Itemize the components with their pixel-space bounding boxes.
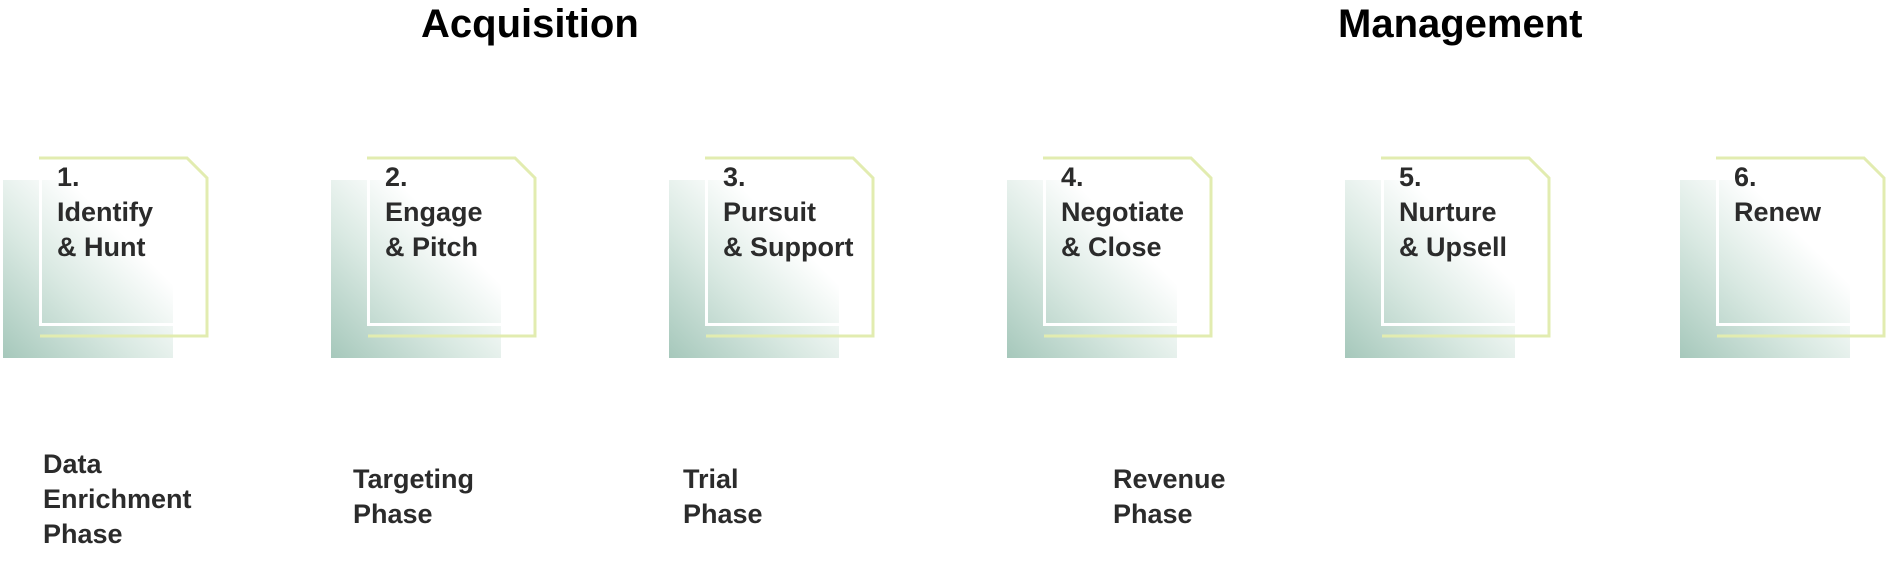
step-label-3: 3. Pursuit & Support [723,160,853,265]
acquisition-heading: Acquisition [421,2,639,46]
step-card-6: 6. Renew [1680,156,1888,358]
step-title-line1: Negotiate [1061,197,1185,227]
card-outline [705,156,875,338]
step-label-2: 2. Engage & Pitch [385,160,483,265]
card-outline [1716,156,1886,338]
phase-line: Phase [683,499,763,529]
card-outline [1381,156,1551,338]
step-number: 4. [1061,162,1084,192]
step-title-line1: Pursuit [723,197,817,227]
step-card-1: 1. Identify & Hunt [3,156,211,358]
step-number: 5. [1399,162,1422,192]
step-title-line2: & Close [1061,232,1162,262]
step-title-line2: & Support [723,232,854,262]
step-title-line1: Engage [385,197,483,227]
phase-line: Phase [43,519,123,549]
phase-line: Revenue [1113,464,1226,494]
card-outline [367,156,537,338]
step-label-5: 5. Nurture & Upsell [1399,160,1507,265]
step-label-6: 6. Renew [1734,160,1821,230]
phase-line: Phase [353,499,433,529]
step-card-2: 2. Engage & Pitch [331,156,539,358]
phase-label-data-enrichment: Data Enrichment Phase [43,447,192,552]
card-outline [39,156,209,338]
card-frame [705,158,873,326]
phase-line: Trial [683,464,739,494]
card-shade [3,180,173,358]
step-card-5: 5. Nurture & Upsell [1345,156,1553,358]
step-title-line2: & Pitch [385,232,479,262]
step-number: 1. [57,162,80,192]
phase-label-revenue: Revenue Phase [1113,462,1226,532]
card-shade [331,180,501,358]
card-shade [1007,180,1177,358]
step-label-4: 4. Negotiate & Close [1061,160,1184,265]
card-outline [1043,156,1213,338]
step-title-line2: & Hunt [57,232,146,262]
step-title-line1: Identify [57,197,154,227]
phase-line: Enrichment [43,484,192,514]
phase-line: Phase [1113,499,1193,529]
step-card-3: 3. Pursuit & Support [669,156,877,358]
step-number: 2. [385,162,408,192]
step-number: 6. [1734,162,1757,192]
phase-line: Targeting [353,464,474,494]
phase-label-targeting: Targeting Phase [353,462,474,532]
management-heading: Management [1338,2,1583,46]
card-frame [39,158,207,326]
card-shade [1345,180,1515,358]
step-title-line1: Nurture [1399,197,1497,227]
step-title-line2: & Upsell [1399,232,1508,262]
card-frame [367,158,535,326]
phase-line: Data [43,449,102,479]
card-frame [1716,158,1884,326]
step-card-4: 4. Negotiate & Close [1007,156,1215,358]
step-number: 3. [723,162,746,192]
card-frame [1381,158,1549,326]
phase-label-trial: Trial Phase [683,462,763,532]
card-frame [1043,158,1211,326]
step-label-1: 1. Identify & Hunt [57,160,153,265]
card-shade [669,180,839,358]
card-shade [1680,180,1850,358]
step-title-line1: Renew [1734,197,1822,227]
